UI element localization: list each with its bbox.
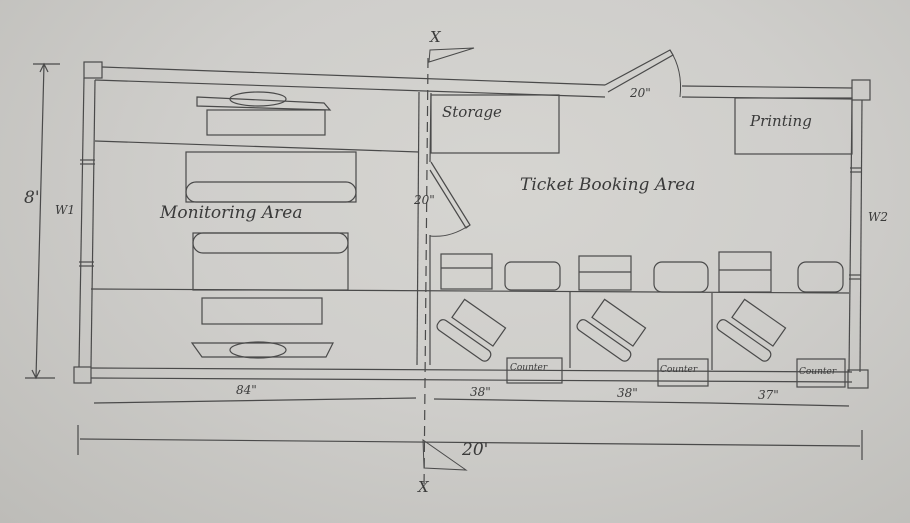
ticket-booking-area-label: Ticket Booking Area xyxy=(520,175,696,195)
corner-column-top-left xyxy=(83,61,103,79)
window-w1-label: W1 xyxy=(55,203,75,217)
section-marker-bottom: X xyxy=(418,478,429,496)
top-wall-outer-left xyxy=(101,66,606,86)
segment-dimension-1: 84" xyxy=(236,383,257,397)
storage-room xyxy=(430,94,560,154)
height-dimension: 8' xyxy=(24,188,40,208)
internal-door-dimension: 20" xyxy=(414,193,435,207)
counter-label-2: Counter xyxy=(660,365,698,375)
bottom-wall xyxy=(90,367,853,373)
counter-label-1: Counter xyxy=(510,363,548,373)
corner-column-bottom-left xyxy=(73,366,92,384)
segment-dimension-2: 38" xyxy=(470,385,491,399)
section-line xyxy=(423,57,429,491)
segment-dimension-4: 37" xyxy=(758,388,779,402)
segment-dimension-3: 38" xyxy=(617,386,638,400)
main-door-dimension: 20" xyxy=(630,86,651,100)
booking-furniture-row xyxy=(440,251,844,293)
section-marker-top: X xyxy=(430,28,441,46)
total-width-dimension: 20' xyxy=(462,440,489,460)
storage-label: Storage xyxy=(442,103,502,121)
printing-label: Printing xyxy=(750,112,812,130)
left-wall xyxy=(78,77,85,368)
window-w2-label: W2 xyxy=(868,210,888,224)
printing-room xyxy=(734,97,853,155)
corner-column-top-right xyxy=(851,79,871,101)
top-wall-outer-right xyxy=(681,85,853,89)
partition-wall xyxy=(416,91,420,366)
monitoring-area-label: Monitoring Area xyxy=(160,203,303,223)
counter-label-3: Counter xyxy=(799,367,837,377)
